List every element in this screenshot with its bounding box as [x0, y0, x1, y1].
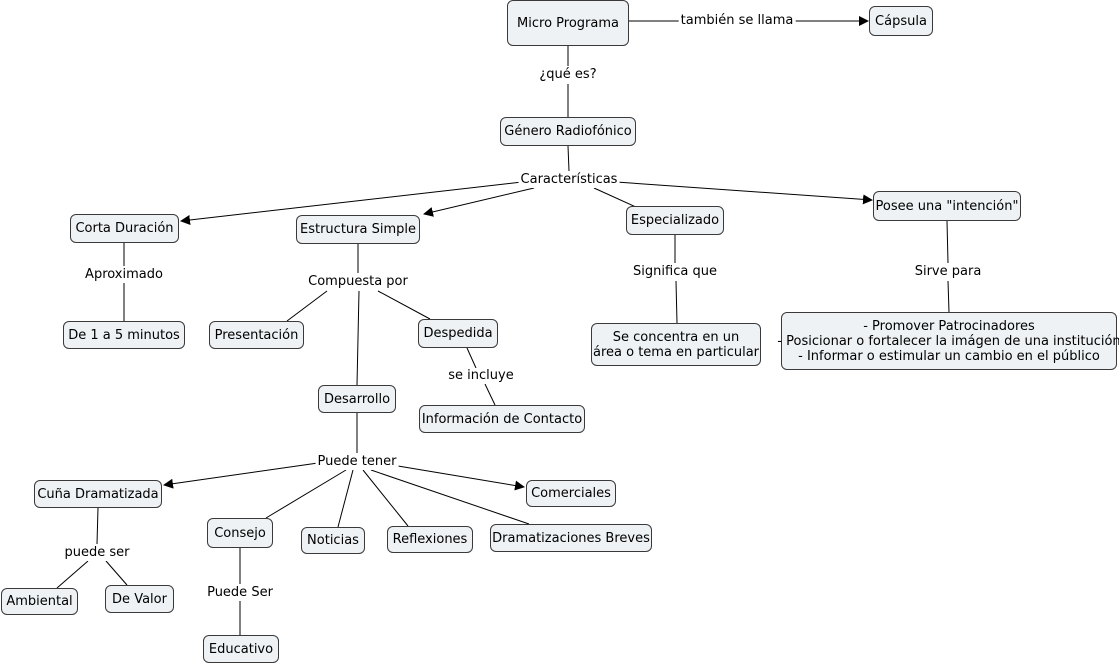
- connector: [370, 469, 530, 525]
- connector-arrow: [180, 181, 523, 225]
- node-desarrollo[interactable]: Desarrollo: [318, 385, 396, 413]
- link-label-puede-ser-consejo: Puede Ser: [205, 585, 275, 601]
- node-dramatizaciones-breves[interactable]: Dramatizaciones Breves: [490, 524, 652, 552]
- connector: [946, 220, 949, 264]
- connector: [286, 290, 328, 322]
- node-estructura-simple[interactable]: Estructura Simple: [296, 215, 420, 244]
- node-especializado[interactable]: Especializado: [626, 206, 724, 235]
- node-line: - Posicionar o fortalecer la imágen de u…: [777, 333, 1119, 349]
- connector-arrow: [163, 462, 319, 489]
- node-se-concentra[interactable]: Se concentra en un área o tema en partic…: [591, 323, 761, 366]
- link-label-puede-tener: Puede tener: [315, 454, 399, 470]
- link-label-tambien-se-llama: también se llama: [678, 13, 796, 29]
- link-label-aproximado: Aproximado: [83, 267, 165, 283]
- node-line: Se concentra en un: [612, 329, 740, 345]
- connector: [105, 560, 128, 586]
- link-label-se-incluye: se incluye: [446, 368, 516, 384]
- node-line: área o tema en particular: [592, 344, 760, 360]
- node-comerciales[interactable]: Comerciales: [526, 480, 616, 507]
- connector: [377, 290, 431, 320]
- connector: [947, 280, 950, 313]
- link-label-significa-que: Significa que: [631, 264, 719, 280]
- node-noticias[interactable]: Noticias: [301, 527, 365, 554]
- node-consejo[interactable]: Consejo: [207, 518, 273, 548]
- node-informacion-de-contacto[interactable]: Información de Contacto: [419, 405, 585, 433]
- node-despedida[interactable]: Despedida: [418, 319, 498, 348]
- node-reflexiones[interactable]: Reflexiones: [387, 526, 473, 553]
- node-intencion[interactable]: Posee una "intención": [873, 191, 1021, 221]
- node-corta-duracion[interactable]: Corta Duración: [70, 214, 179, 243]
- node-ambiental[interactable]: Ambiental: [1, 588, 78, 615]
- connector: [567, 145, 570, 172]
- node-line: - Informar o estimular un cambio en el p…: [798, 348, 1100, 364]
- link-label-puede-ser: puede ser: [62, 545, 132, 561]
- link-label-sirve-para: Sirve para: [912, 264, 984, 280]
- connector: [265, 469, 347, 519]
- connector: [56, 560, 89, 589]
- link-label-compuesta-por: Compuesta por: [306, 274, 410, 290]
- connector: [362, 469, 409, 527]
- node-de-valor[interactable]: De Valor: [105, 585, 174, 613]
- connector: [96, 507, 99, 545]
- connector-arrow: [615, 181, 873, 205]
- connector: [466, 347, 477, 369]
- link-label-caracteristicas: Características: [518, 172, 620, 188]
- connector: [356, 290, 360, 386]
- node-educativo[interactable]: Educativo: [203, 635, 279, 663]
- node-promover[interactable]: - Promover Patrocinadores - Posicionar o…: [777, 312, 1119, 370]
- connector-arrow: [397, 465, 525, 491]
- node-cuna-dramatizada[interactable]: Cuña Dramatizada: [34, 480, 162, 508]
- node-capsula[interactable]: Cápsula: [869, 6, 933, 36]
- link-label-que-es: ¿qué es?: [537, 67, 599, 83]
- node-genero-radiofonico[interactable]: Género Radiofónico: [500, 117, 636, 146]
- node-de-1-a-5-minutos[interactable]: De 1 a 5 minutos: [63, 321, 185, 349]
- node-line: - Promover Patrocinadores: [863, 318, 1035, 334]
- connector-arrow: [423, 187, 535, 217]
- connector: [675, 280, 678, 324]
- node-presentacion[interactable]: Presentación: [209, 321, 304, 349]
- connector: [484, 383, 496, 406]
- connector: [337, 469, 354, 528]
- node-micro-programa[interactable]: Micro Programa: [507, 0, 629, 46]
- connector: [593, 187, 637, 208]
